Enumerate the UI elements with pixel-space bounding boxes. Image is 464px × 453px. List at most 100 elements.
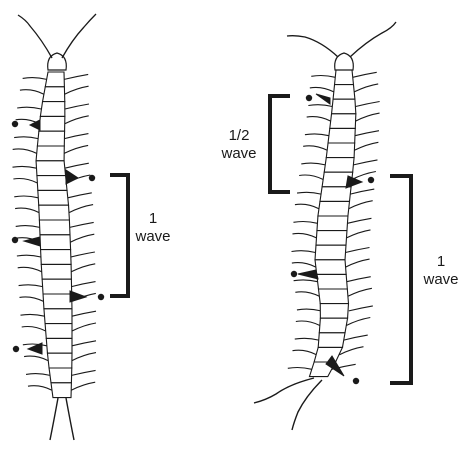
centipede-leg [347,218,371,223]
centipede-leg [20,90,44,95]
body-segment [38,190,69,205]
body-segment [318,201,350,216]
centipede-leg [350,189,374,194]
leg-tip-dot [12,121,18,127]
leg-tip-dot [306,95,312,101]
centipede-leg [14,137,38,139]
highlighted-leg [66,170,78,184]
centipede-leg [72,282,96,287]
centipede-leg [72,311,96,316]
body-segment [39,116,65,131]
centipede-leg [346,259,370,267]
highlighted-leg [28,343,42,354]
body-segment [318,333,345,348]
centipede-leg [65,104,89,109]
centipede-leg [20,314,44,316]
body-segment [324,158,354,173]
centipede-leg [71,264,95,272]
centipede-leg [12,166,36,168]
leg-tip-dot [291,271,297,277]
centipede-leg [348,288,372,296]
centipede-leg [292,233,316,238]
right-full-wave-word: wave [418,271,464,289]
body-segment [330,114,356,129]
body-segment [41,264,71,279]
centipede-leg [72,341,96,346]
body-segment [316,231,347,246]
centipede-leg [346,318,370,326]
leg-tip-dot [13,346,19,352]
right-full-wave-bracket [390,176,411,383]
centipede-leg [71,382,95,390]
centipede-leg [13,179,37,184]
centipede-leg [295,292,319,297]
body-segment [328,128,355,143]
antenna [350,22,396,57]
tail-appendage [66,398,74,440]
centipede-leg [68,193,92,198]
body-segment [42,279,72,294]
left-wave-label: 1 wave [128,210,178,246]
body-segment [332,99,356,114]
left-full-wave-bracket [110,175,128,296]
centipede-leg [353,72,377,77]
centipede-leg [355,131,379,136]
leg-tip-dot [12,237,18,243]
body-segment [47,353,72,368]
centipede-leg [305,134,329,136]
centipede-leg [344,335,368,340]
centipede-leg [17,107,41,109]
centipede-leg [354,142,378,150]
centipede-leg [16,226,40,228]
body-segment [319,318,347,333]
centipede-leg [64,74,88,79]
highlighted-leg [298,270,318,279]
leg-tip-dot [89,175,95,181]
centipede-leg [292,263,316,268]
right-half-wave-word: wave [214,145,264,163]
body-segment [45,72,64,87]
centipede-leg [28,386,52,391]
centipede-leg [346,248,370,253]
centipede-leg [72,370,96,375]
left-wave-word: wave [128,228,178,246]
leg-tip-dot [368,177,374,183]
antenna [287,36,338,57]
centipede-leg [65,163,89,168]
centipede-leg [294,280,318,282]
body-segment [46,338,72,353]
centipede-leg [17,255,41,257]
centipede-leg [347,277,371,282]
centipede-leg [64,134,88,139]
centipede-leg [299,175,323,180]
body-segment [326,143,354,158]
centipede-leg [349,306,373,311]
centipede-leg [349,201,373,209]
centipede-leg [292,350,316,355]
antenna [62,14,96,58]
left-wave-number: 1 [128,210,178,228]
body-segment [43,87,65,102]
highlighted-leg [70,291,86,302]
highlighted-leg [346,176,362,188]
centipede-leg [69,205,93,213]
body-segment [36,161,66,176]
centipede-leg [356,102,380,107]
centipede-leg [65,116,89,124]
body-segment [317,216,348,231]
centipede-leg [15,208,39,213]
body-segment [40,235,71,250]
centipede-leg [339,347,363,355]
right-full-wave-label: 1 wave [418,253,464,289]
body-segment [333,85,355,100]
body-segment [40,102,65,117]
body-segment [39,220,70,235]
centipede-leg [24,356,48,361]
body-segment [315,260,346,275]
body-segment [314,347,342,362]
tail-appendage [292,380,322,430]
centipede-leg [301,163,325,165]
centipede-leg [311,76,335,78]
highlighted-leg [316,94,330,104]
